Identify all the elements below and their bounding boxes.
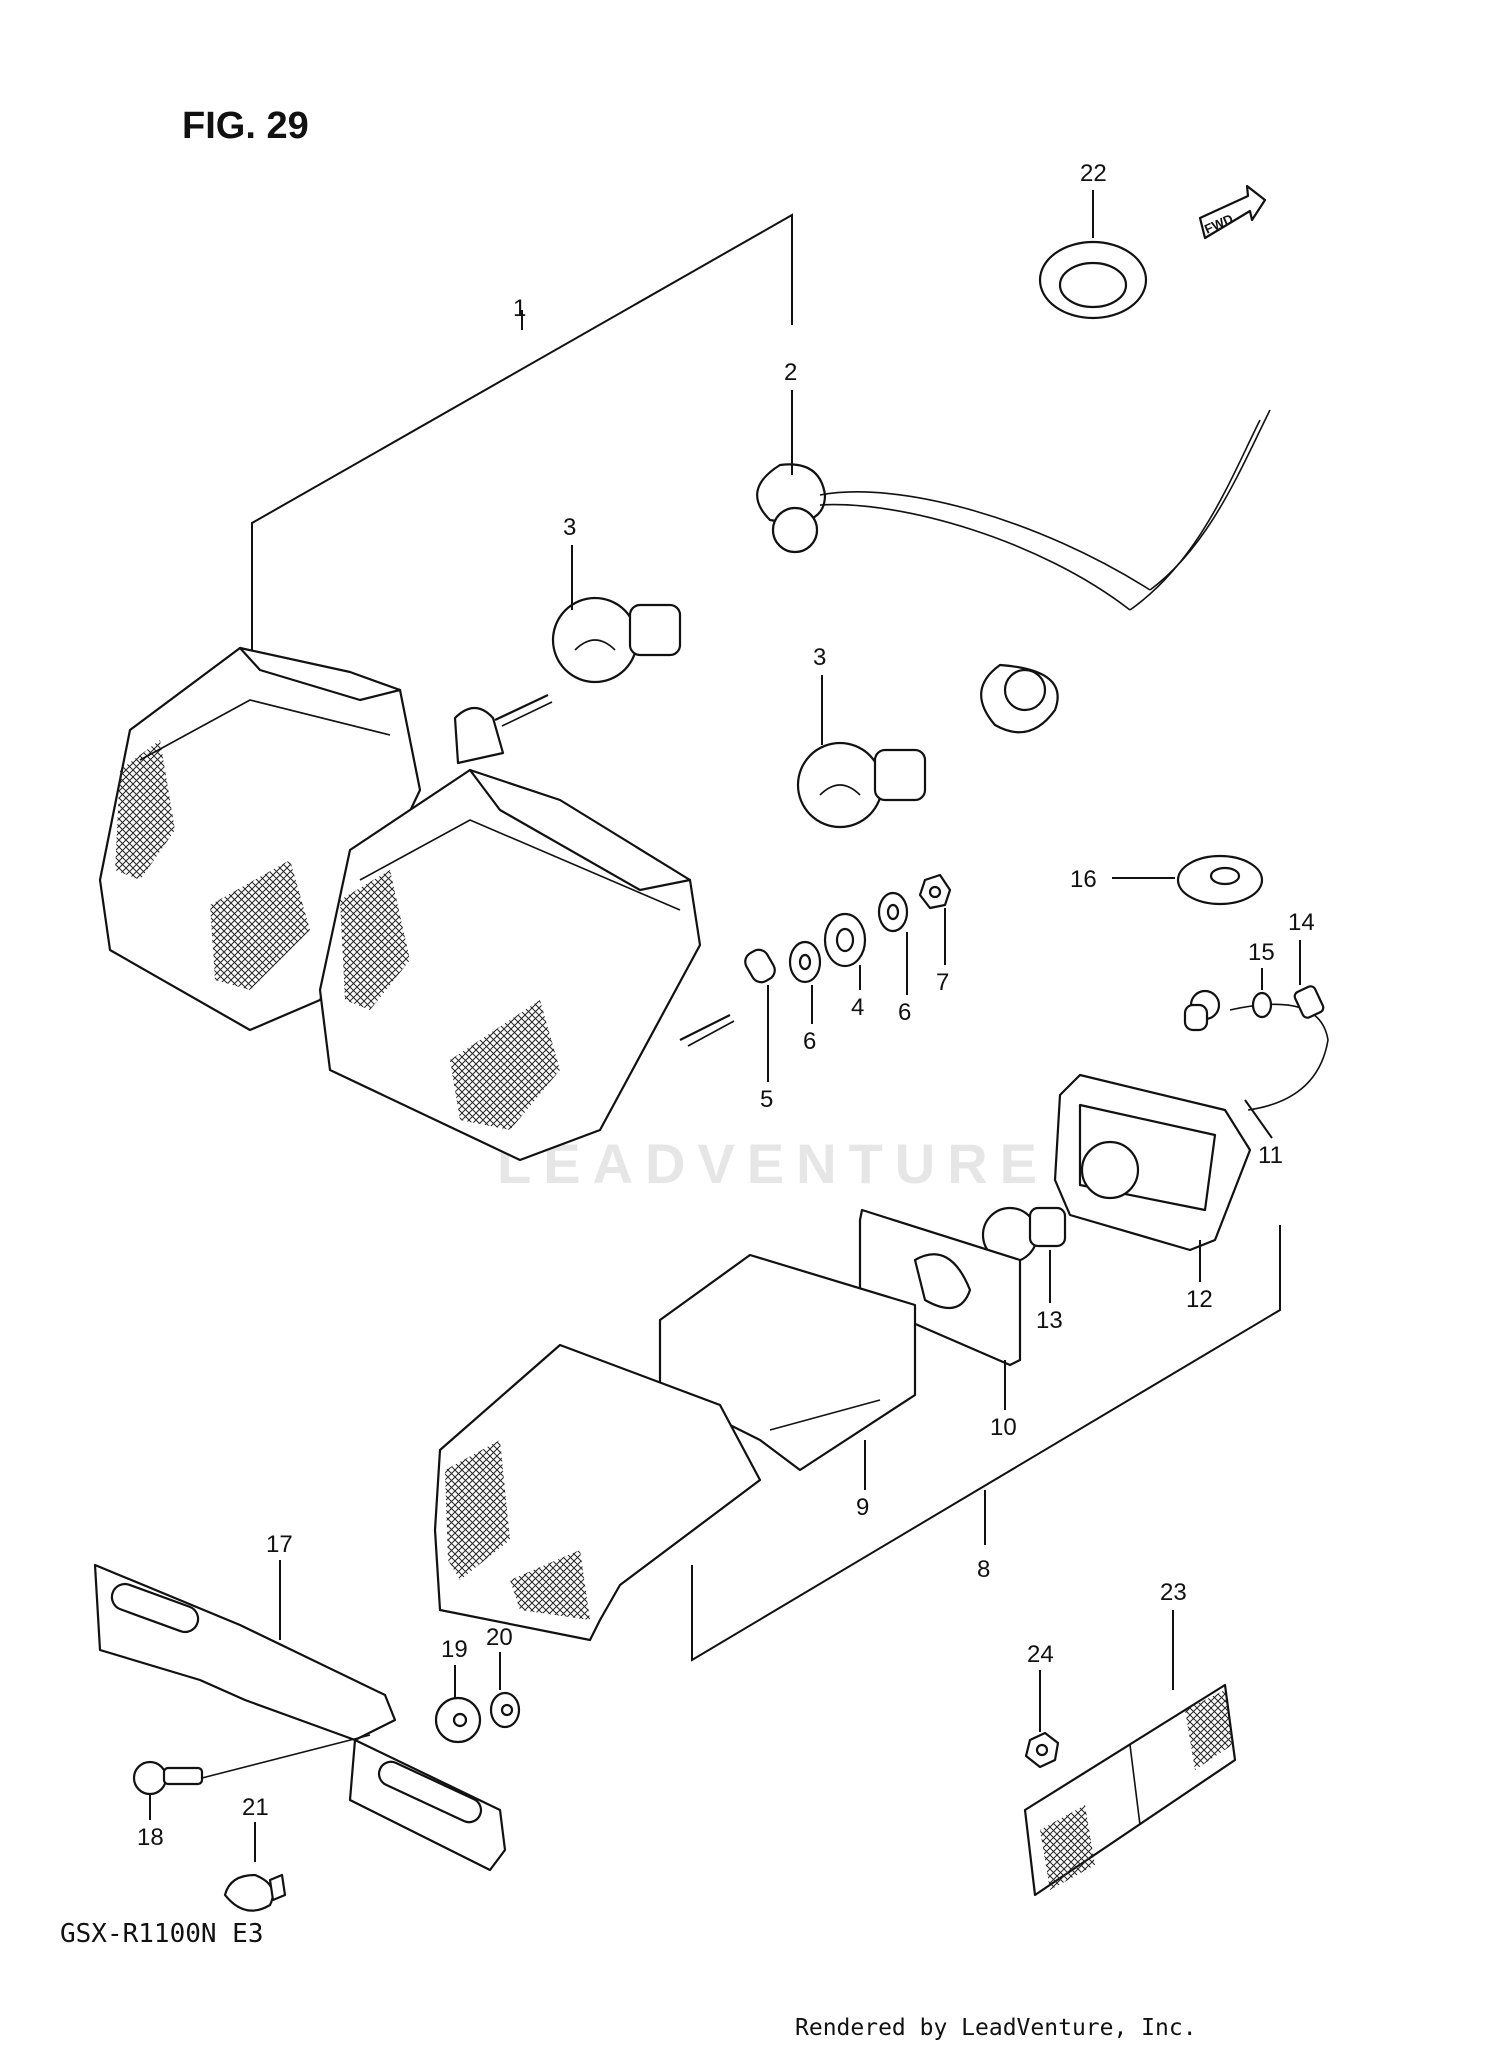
callout-13: 13 [1036, 1307, 1063, 1334]
callout-22: 22 [1080, 160, 1107, 187]
callout-4: 4 [851, 994, 864, 1021]
bulb-upper [551, 596, 682, 684]
cushion-part-4 [823, 912, 867, 968]
callout-12: 12 [1186, 1286, 1213, 1313]
callout-10: 10 [990, 1414, 1017, 1441]
nut-part-24 [1024, 1731, 1060, 1769]
reflector-part-23 [1023, 1683, 1237, 1897]
nut-part-7 [918, 873, 952, 910]
gasket-part-10 [858, 1208, 1022, 1367]
license-light-socket [1183, 989, 1329, 1111]
assembly-bracket-8 [691, 1225, 1281, 1662]
mounting-bolt-upper [494, 694, 553, 727]
callout-15: 15 [1248, 939, 1275, 966]
callout-16: 16 [1070, 866, 1097, 893]
watermark: LEADVENTURE [497, 1132, 1049, 1195]
nut-part-20 [489, 1691, 521, 1729]
callout-3a: 3 [563, 514, 576, 541]
leader-line [201, 1734, 371, 1779]
license-light-housing-part-12 [1053, 1073, 1252, 1252]
callout-1: 1 [513, 295, 526, 322]
bulb-lower [796, 741, 927, 829]
callout-3b: 3 [813, 644, 826, 671]
socket-wiring-harness [756, 409, 1271, 734]
mounting-bolt-lower [679, 1014, 735, 1047]
callout-6a: 6 [803, 1028, 816, 1055]
footer-credit: Rendered by LeadVenture, Inc. [795, 2015, 1197, 2041]
washer-part-19 [434, 1696, 482, 1744]
screw-part-18 [132, 1760, 204, 1796]
callout-20: 20 [486, 1624, 513, 1651]
washer-part-15 [1251, 991, 1273, 1019]
callout-leader-lines [149, 190, 1301, 1862]
tail-lamp-part-8 [433, 1343, 762, 1642]
forward-arrow-icon: FWD [1198, 184, 1267, 240]
callout-7: 7 [936, 969, 949, 996]
bulb-part-13 [981, 1206, 1067, 1264]
callout-21: 21 [242, 1794, 269, 1821]
callout-17: 17 [266, 1531, 293, 1558]
callout-14: 14 [1288, 909, 1315, 936]
assembly-bracket-1 [251, 213, 793, 658]
spacer-part-5 [744, 948, 776, 984]
callout-19: 19 [441, 1636, 468, 1663]
model-code: GSX-R1100N E3 [60, 1919, 264, 1949]
callout-24: 24 [1027, 1641, 1054, 1668]
tail-light-housing-right [318, 706, 702, 1162]
nut-part-14 [1293, 985, 1325, 1019]
grommet [1038, 240, 1148, 320]
callout-6b: 6 [898, 999, 911, 1026]
callout-2: 2 [784, 359, 797, 386]
washer-part-6a [788, 940, 822, 984]
grommet-part-16 [1176, 854, 1264, 906]
callout-9: 9 [856, 1494, 869, 1521]
callout-18: 18 [137, 1824, 164, 1851]
rivet-part-21 [223, 1873, 287, 1912]
figure-title: FIG. 29 [182, 105, 309, 147]
callout-23: 23 [1160, 1579, 1187, 1606]
callout-8: 8 [977, 1556, 990, 1583]
washer-part-6b [877, 891, 909, 933]
license-plate-bracket-part-17 [93, 1563, 507, 1872]
callout-11: 11 [1258, 1142, 1283, 1169]
callout-5: 5 [760, 1086, 773, 1113]
